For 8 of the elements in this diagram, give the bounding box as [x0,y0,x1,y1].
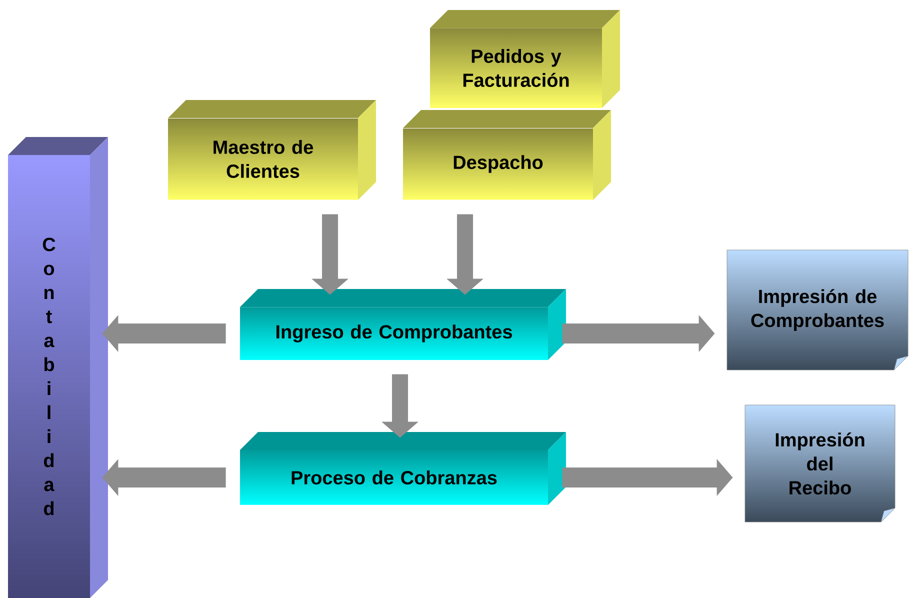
document-box: Impresión de Comprobantes [726,250,908,370]
module-box: Maestro de Clientes [168,100,376,200]
module-box: Pedidos y Facturación [430,10,620,108]
column-box: C o n t a b i l i d a d [8,137,108,598]
document-box: Impresión del Recibo [744,404,896,522]
process-box: Ingreso de Comprobantes [240,289,566,360]
process-box: Proceso de Cobranzas [240,432,566,505]
module-box: Despacho [403,110,611,200]
